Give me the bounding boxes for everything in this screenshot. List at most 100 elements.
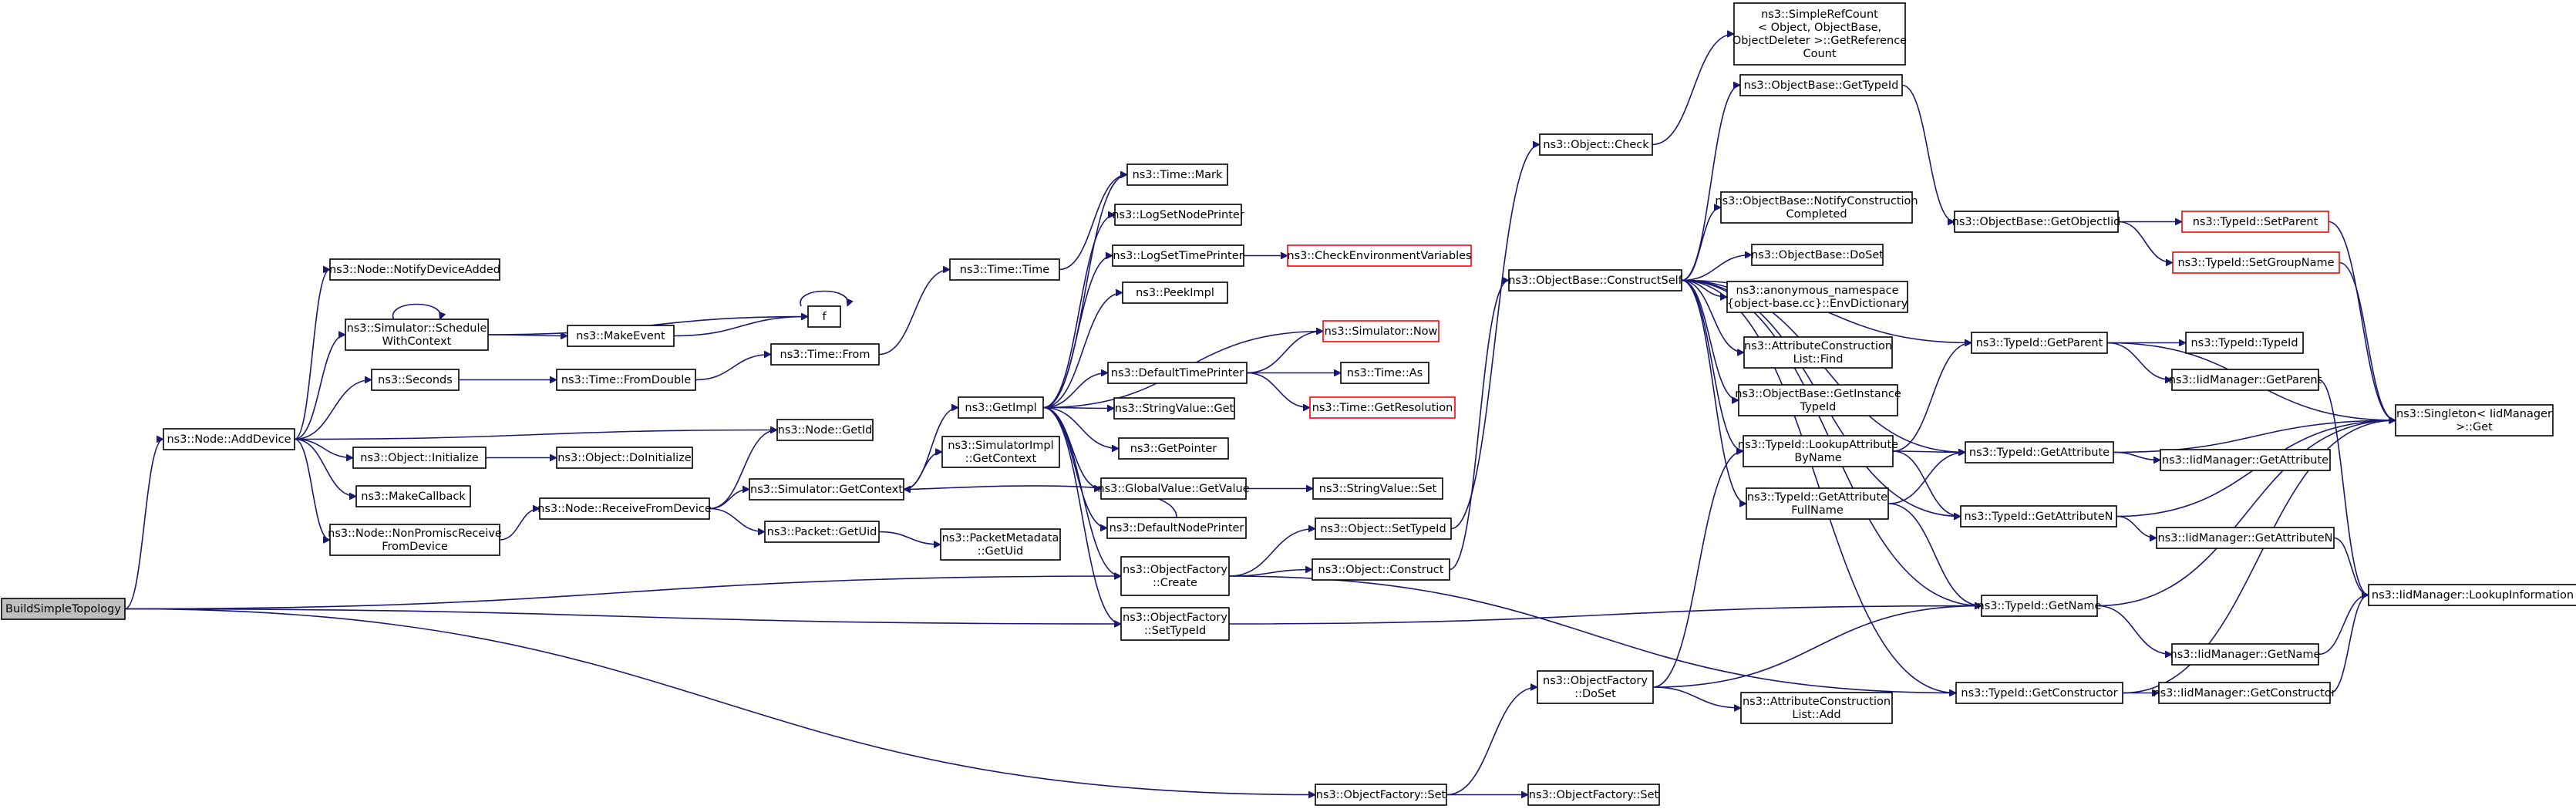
node-label: BuildSimpleTopology bbox=[5, 603, 121, 615]
node-sim-get-context[interactable]: ns3::Simulator::GetContext bbox=[749, 478, 904, 501]
node-receive-from-device[interactable]: ns3::Node::ReceiveFromDevice bbox=[537, 497, 712, 520]
node-iid-get-constructor[interactable]: ns3::IidManager::GetConstructor bbox=[2153, 682, 2336, 704]
node-singleton-get[interactable]: ns3::Singleton< IidManager>::Get bbox=[2395, 404, 2554, 437]
node-get-pointer[interactable]: ns3::GetPointer bbox=[1118, 437, 1229, 460]
node-tid-set-group-name[interactable]: ns3::TypeId::SetGroupName bbox=[2172, 251, 2340, 274]
node-tid-get-name[interactable]: ns3::TypeId::GetName bbox=[1978, 595, 2102, 617]
node-default-time-printer[interactable]: ns3::DefaultTimePrinter bbox=[1107, 362, 1248, 384]
edge-default-time-printer-to-time-get-resolution bbox=[1246, 372, 1310, 408]
node-log-set-time-printer[interactable]: ns3::LogSetTimePrinter bbox=[1112, 244, 1244, 267]
node-box bbox=[1107, 362, 1248, 384]
edge-obj-check-to-simple-ref-count bbox=[1652, 34, 1734, 146]
node-box bbox=[1126, 163, 1228, 186]
node-time-as[interactable]: ns3::Time::As bbox=[1340, 362, 1429, 384]
node-of-set2[interactable]: ns3::ObjectFactory::Set bbox=[1527, 784, 1660, 806]
node-root[interactable]: BuildSimpleTopology bbox=[1, 598, 126, 620]
node-label: Count bbox=[1803, 48, 1836, 60]
node-ob-get-type-id[interactable]: ns3::ObjectBase::GetTypeId bbox=[1739, 74, 1903, 96]
node-time-get-resolution[interactable]: ns3::Time::GetResolution bbox=[1309, 396, 1456, 419]
node-tid-type-id[interactable]: ns3::TypeId::TypeId bbox=[2185, 332, 2304, 354]
node-sim-impl-get-context[interactable]: ns3::SimulatorImpl::GetContext bbox=[941, 436, 1060, 468]
node-label: ns3::PeekImpl bbox=[1136, 287, 1214, 299]
edge-get-attr-full-name-to-tid-get-attribute bbox=[1887, 453, 1965, 504]
node-notify-device-added[interactable]: ns3::Node::NotifyDeviceAdded bbox=[329, 258, 500, 281]
node-label: ns3::ObjectBase::GetObjectIid bbox=[1952, 216, 2121, 228]
node-obj-construct[interactable]: ns3::Object::Construct bbox=[1312, 558, 1450, 581]
node-tid-get-attribute[interactable]: ns3::TypeId::GetAttribute bbox=[1965, 441, 2114, 463]
node-tid-set-parent[interactable]: ns3::TypeId::SetParent bbox=[2181, 211, 2329, 233]
node-of-do-set[interactable]: ns3::ObjectFactory::DoSet bbox=[1537, 670, 1654, 704]
node-obj-set-type-id[interactable]: ns3::Object::SetTypeId bbox=[1315, 517, 1452, 540]
node-label: ns3::MakeEvent bbox=[576, 330, 665, 342]
edge-packet-get-uid-to-pkt-meta-get-uid bbox=[878, 531, 941, 545]
node-time-from[interactable]: ns3::Time::From bbox=[770, 343, 880, 366]
node-default-node-printer[interactable]: ns3::DefaultNodePrinter bbox=[1106, 517, 1247, 539]
node-check-env[interactable]: ns3::CheckEnvironmentVariables bbox=[1287, 244, 1472, 267]
node-string-value-get[interactable]: ns3::StringValue::Get bbox=[1113, 397, 1235, 420]
node-box bbox=[1726, 281, 1908, 313]
node-label: ns3::Node::NotifyDeviceAdded bbox=[329, 264, 500, 276]
node-simple-ref-count[interactable]: ns3::SimpleRefCount< Object, ObjectBase,… bbox=[1732, 2, 1907, 66]
node-get-id[interactable]: ns3::Node::GetId bbox=[776, 419, 874, 441]
node-of-set-type-id[interactable]: ns3::ObjectFactory::SetTypeId bbox=[1120, 607, 1230, 641]
node-string-value-set[interactable]: ns3::StringValue::Set bbox=[1312, 477, 1443, 500]
node-iid-get-attribute[interactable]: ns3::IidManager::GetAttribute bbox=[2160, 449, 2331, 471]
node-pkt-meta-get-uid[interactable]: ns3::PacketMetadata::GetUid bbox=[940, 528, 1061, 561]
node-box bbox=[1309, 396, 1456, 419]
node-box bbox=[1, 598, 126, 620]
node-iid-get-parent[interactable]: ns3::IidManager::GetParent bbox=[2169, 369, 2322, 391]
edge-of-create-to-obj-set-type-id bbox=[1228, 529, 1315, 577]
node-time-time[interactable]: ns3::Time::Time bbox=[949, 258, 1060, 281]
node-time-mark[interactable]: ns3::Time::Mark bbox=[1126, 163, 1228, 186]
node-sim-now[interactable]: ns3::Simulator::Now bbox=[1322, 320, 1440, 342]
node-label: ns3::Time::From bbox=[780, 349, 870, 361]
node-iid-get-name[interactable]: ns3::IidManager::GetName bbox=[2170, 643, 2321, 666]
node-label: ns3::ObjectFactory::Set bbox=[1529, 789, 1659, 801]
node-box bbox=[1751, 244, 1884, 266]
edge-lookup-attr-by-name-to-tid-get-attribute bbox=[1892, 451, 1965, 453]
node-of-create[interactable]: ns3::ObjectFactory::Create bbox=[1120, 556, 1230, 596]
node-from-double[interactable]: ns3::Time::FromDouble bbox=[556, 369, 696, 391]
node-of-set[interactable]: ns3::ObjectFactory::Set bbox=[1315, 784, 1447, 806]
node-seconds[interactable]: ns3::Seconds bbox=[371, 369, 460, 391]
node-box bbox=[1527, 784, 1660, 806]
node-log-set-node-printer[interactable]: ns3::LogSetNodePrinter bbox=[1112, 204, 1244, 226]
node-peek-impl[interactable]: ns3::PeekImpl bbox=[1122, 281, 1228, 304]
node-iid-lookup-info[interactable]: ns3::IidManager::LookupInformation bbox=[2368, 584, 2576, 606]
node-packet-get-uid[interactable]: ns3::Packet::GetUid bbox=[764, 521, 880, 543]
node-make-callback[interactable]: ns3::MakeCallback bbox=[355, 485, 471, 507]
edge-non-promisc-to-receive-from-device bbox=[499, 509, 540, 541]
node-ob-do-set[interactable]: ns3::ObjectBase::DoSet bbox=[1751, 244, 1884, 266]
node-box bbox=[1106, 517, 1247, 539]
edge-get-impl-to-get-pointer bbox=[1042, 406, 1119, 449]
node-box bbox=[1739, 74, 1903, 96]
node-env-dictionary[interactable]: ns3::anonymous_namespace{object-base.cc}… bbox=[1726, 281, 1908, 313]
node-obj-check[interactable]: ns3::Object::Check bbox=[1539, 133, 1653, 156]
node-obj-initialize[interactable]: ns3::Object::Initialize bbox=[352, 447, 487, 469]
edge-lookup-attr-by-name-to-tid-get-attribute-n bbox=[1892, 450, 1961, 517]
edge-of-do-set-to-lookup-attr-by-name bbox=[1652, 451, 1744, 688]
node-tid-get-parent[interactable]: ns3::TypeId::GetParent bbox=[1971, 332, 2108, 354]
node-tid-get-constructor[interactable]: ns3::TypeId::GetConstructor bbox=[1955, 682, 2123, 704]
node-do-initialize[interactable]: ns3::Object::DoInitialize bbox=[556, 447, 693, 469]
node-get-object-iid[interactable]: ns3::ObjectBase::GetObjectIid bbox=[1952, 211, 2121, 233]
node-global-value-get-value[interactable]: ns3::GlobalValue::GetValue bbox=[1097, 477, 1250, 500]
node-construct-self[interactable]: ns3::ObjectBase::ConstructSelf bbox=[1508, 269, 1683, 292]
node-add-device[interactable]: ns3::Node::AddDevice bbox=[163, 428, 295, 450]
node-tid-get-attribute-n[interactable]: ns3::TypeId::GetAttributeN bbox=[1960, 505, 2117, 528]
node-make-event[interactable]: ns3::MakeEvent bbox=[567, 325, 675, 347]
node-notify-construction[interactable]: ns3::ObjectBase::NotifyConstructionCompl… bbox=[1715, 191, 1918, 224]
node-iid-get-attribute-n[interactable]: ns3::IidManager::GetAttributeN bbox=[2156, 527, 2335, 549]
node-get-impl[interactable]: ns3::GetImpl bbox=[958, 396, 1044, 419]
node-box bbox=[329, 524, 500, 556]
node-f[interactable]: f bbox=[807, 305, 841, 328]
node-box bbox=[1322, 320, 1440, 342]
